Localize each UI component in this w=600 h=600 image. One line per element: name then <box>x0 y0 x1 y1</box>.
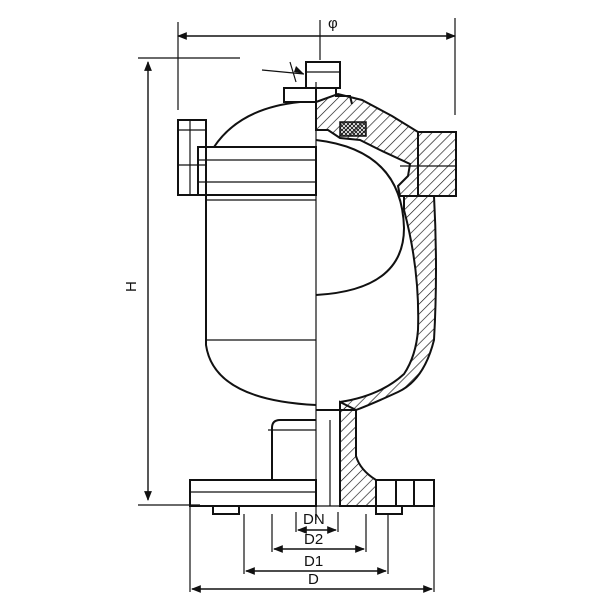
outlet-section <box>339 400 377 507</box>
valve-body-exterior <box>205 195 317 406</box>
bottom-flange <box>189 479 317 515</box>
bottom-dimensions <box>189 506 435 593</box>
cover-flange <box>197 146 317 196</box>
dome-cover <box>213 101 316 148</box>
d-label: D <box>308 571 319 588</box>
phi-label: φ <box>328 15 338 32</box>
float-ball <box>315 139 406 296</box>
valve-neck <box>268 419 316 480</box>
body-wall-section <box>339 195 437 411</box>
d2-label: D2 <box>304 531 323 548</box>
d1-label: D1 <box>304 553 323 570</box>
dn-label: DN <box>303 511 325 528</box>
phi-dimension <box>177 18 456 115</box>
leader-arrow <box>261 61 305 83</box>
height-dimension <box>138 57 240 506</box>
bottom-flange-right <box>316 479 435 515</box>
cover-section <box>315 92 457 197</box>
height-label: H <box>123 281 140 292</box>
bolt-head <box>177 119 207 196</box>
